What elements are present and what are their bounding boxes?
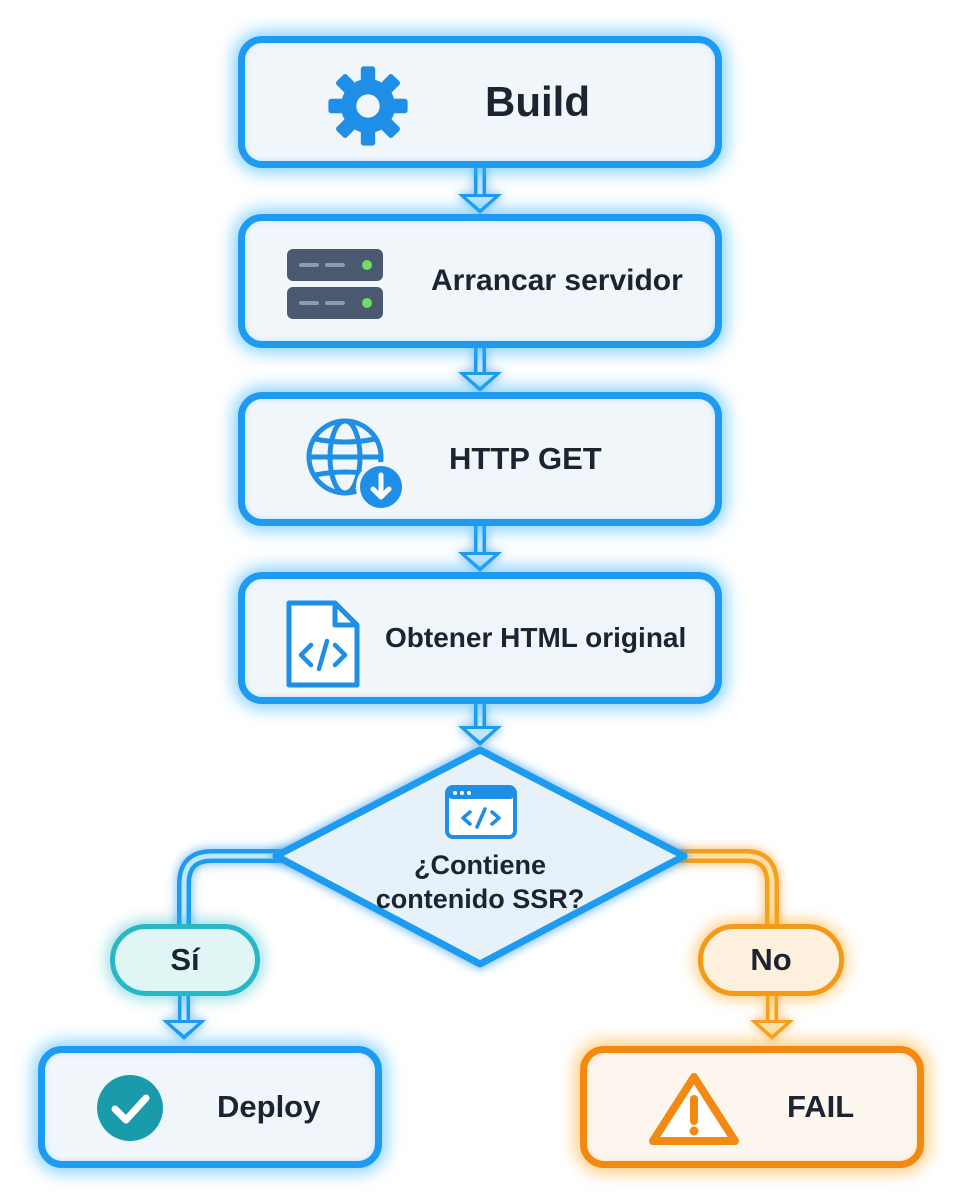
branch-no-text: No: [750, 942, 792, 977]
outcome-fail-label: FAIL: [787, 1089, 855, 1124]
decision-line-2: contenido SSR?: [375, 884, 585, 914]
branch-yes-text: Sí: [170, 942, 200, 977]
gear-icon: [323, 61, 413, 151]
server-icon: [285, 247, 385, 321]
arrow-http-to-html: [458, 526, 502, 572]
step-http-get: HTTP GET: [238, 392, 722, 526]
arrow-server-to-http: [458, 346, 502, 392]
step-start-server-label: Arrancar servidor: [431, 264, 683, 297]
branch-yes-label: Sí: [110, 924, 260, 996]
step-get-html: Obtener HTML original: [238, 572, 722, 704]
outcome-deploy-label: Deploy: [217, 1089, 321, 1124]
step-get-html-label: Obtener HTML original: [385, 622, 687, 653]
code-file-icon: [283, 599, 363, 691]
step-build-label: Build: [485, 78, 590, 125]
arrow-html-to-decision: [458, 704, 502, 746]
step-start-server: Arrancar servidor: [238, 214, 722, 348]
branch-no-connector: [660, 849, 794, 1040]
step-http-get-label: HTTP GET: [449, 441, 602, 476]
decision-question: ¿Contiene contenido SSR?: [330, 848, 630, 916]
branch-yes-connector: [162, 849, 300, 1040]
step-build: Build: [238, 36, 722, 168]
branch-no-label: No: [698, 924, 844, 996]
decision-line-1: ¿Contiene: [414, 850, 546, 880]
outcome-deploy: Deploy: [38, 1046, 382, 1168]
globe-download-icon: [303, 415, 413, 515]
code-window-icon: [445, 785, 517, 839]
outcome-fail: FAIL: [580, 1046, 924, 1168]
warning-icon: [647, 1071, 741, 1147]
arrow-build-to-server: [458, 166, 502, 214]
check-circle-icon: [95, 1073, 165, 1143]
decision-diamond: [272, 746, 688, 968]
